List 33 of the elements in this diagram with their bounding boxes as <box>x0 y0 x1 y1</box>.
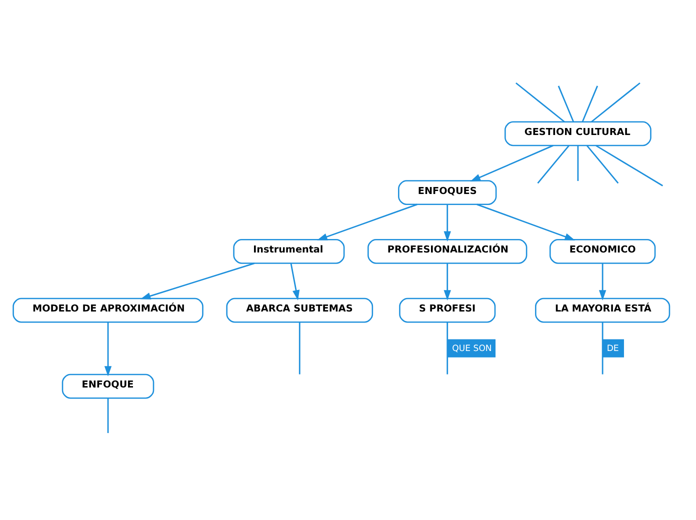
connector <box>557 86 574 122</box>
arrow <box>476 204 575 240</box>
arrow <box>598 263 606 300</box>
connector <box>576 146 578 181</box>
node-box: S PROFESI <box>398 298 496 323</box>
node-box: LA MAYORIA ESTÁ <box>534 298 670 323</box>
connector <box>601 322 603 374</box>
node-box: GESTION CULTURAL <box>504 121 651 146</box>
arrow <box>443 204 450 242</box>
node-box: ENFOQUE <box>61 374 154 399</box>
arrow <box>316 204 417 240</box>
arrow <box>140 262 254 300</box>
edge-label: DE <box>606 344 618 354</box>
connector <box>298 322 300 374</box>
node-box: ENFOQUES <box>398 180 496 205</box>
node-box: PROFESIONALIZACIÓN <box>367 239 527 264</box>
arrow <box>290 263 300 300</box>
arrow <box>443 263 450 300</box>
connector <box>590 82 640 122</box>
connector <box>106 398 108 434</box>
edge-label: QUE SON <box>452 344 492 354</box>
connector <box>586 145 618 184</box>
node-box: MODELO DE APROXIMACIÓN <box>12 298 203 323</box>
connector <box>595 145 663 186</box>
connector <box>581 86 598 122</box>
arrow <box>470 144 553 182</box>
connector <box>536 145 569 184</box>
connector <box>515 82 564 122</box>
node-box: Instrumental <box>232 239 344 264</box>
node-box: ECONOMICO <box>548 239 656 264</box>
connector <box>446 322 448 374</box>
node-box: ABARCA SUBTEMAS <box>226 298 373 323</box>
arrow <box>104 322 112 376</box>
